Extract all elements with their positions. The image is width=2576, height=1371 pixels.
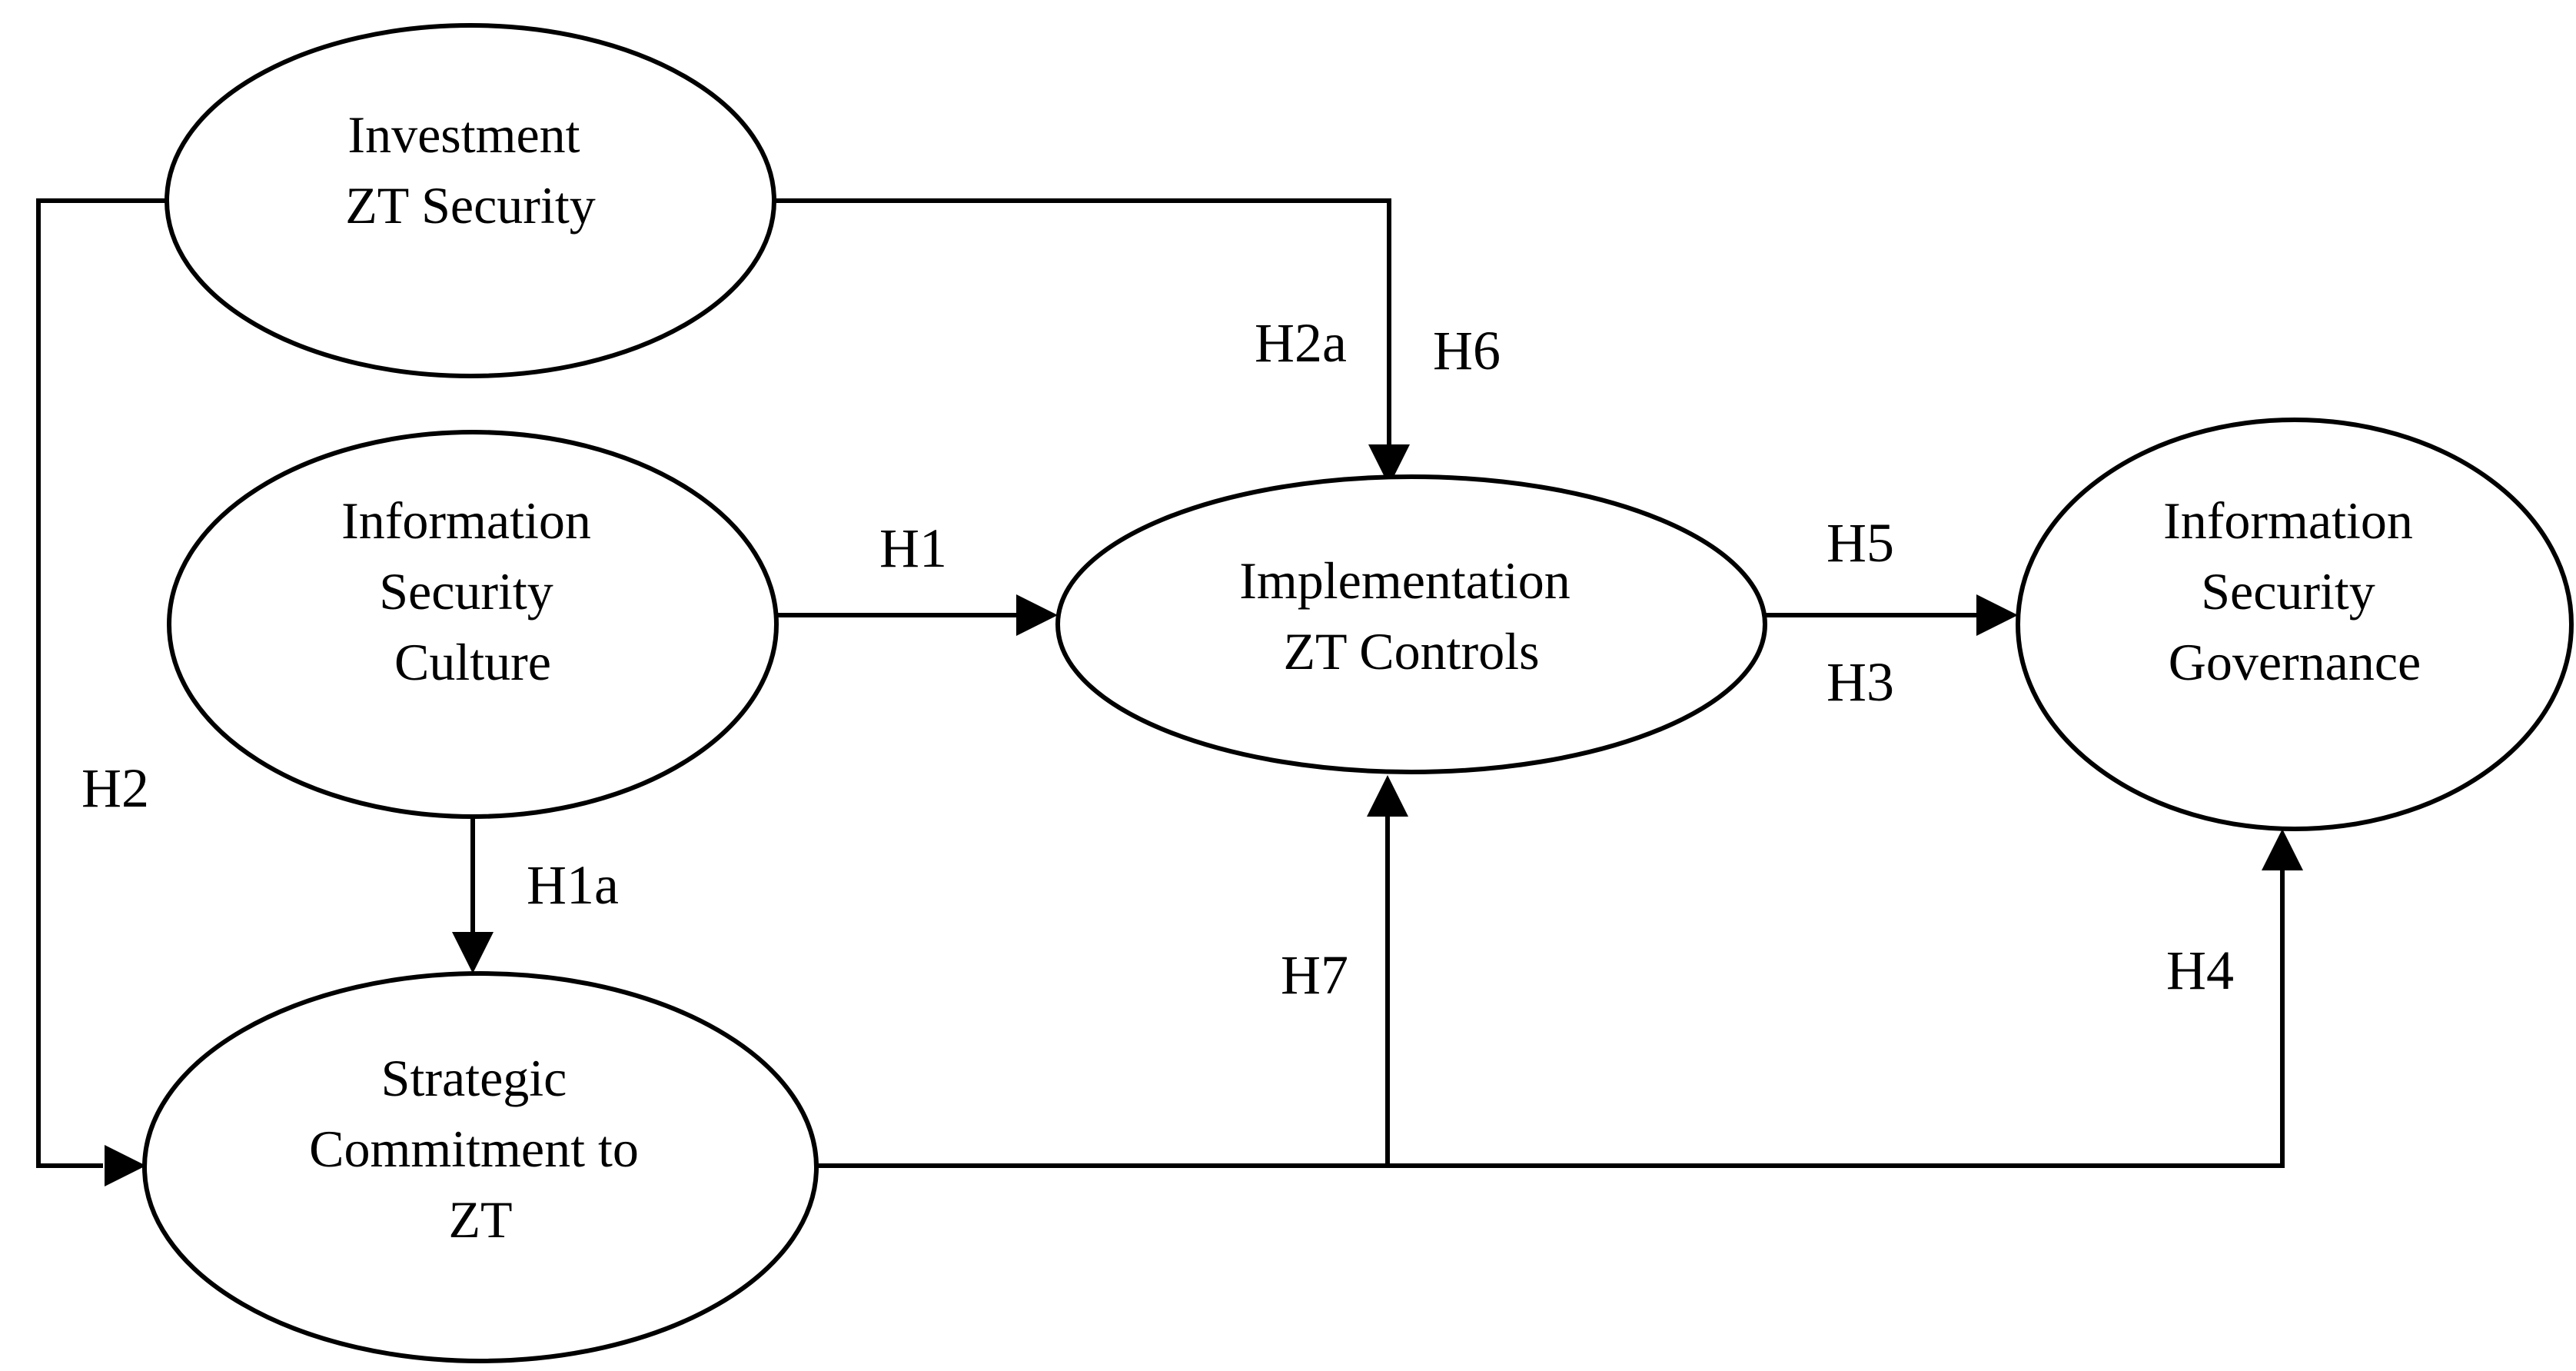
edge-h4-arrowhead (2262, 829, 2303, 870)
edge-h2-line (36, 198, 167, 1168)
edge-h5-h3-arrowhead (1976, 594, 2018, 636)
node-implementation-zt-controls-ellipse (1055, 474, 1767, 774)
node-information-security-governance: Information Security Governance (2016, 418, 2574, 831)
edge-label-h3: H3 (1826, 651, 1894, 713)
edge-h7-arrowhead (1367, 775, 1408, 817)
edge-label-h4: H4 (2166, 940, 2234, 1001)
node-investment-zt-security-label: Investment ZT Security (345, 105, 595, 235)
node-information-security-culture-ellipse (167, 430, 779, 819)
node-strategic-commitment-to-zt-ellipse (142, 971, 819, 1363)
edge-label-h7: H7 (1281, 944, 1348, 1006)
edge-h2a-h6-arrowhead (1368, 444, 1410, 486)
edge-h2-arrowhead (105, 1145, 146, 1186)
edge-label-h1: H1 (879, 517, 947, 579)
edge-label-h2: H2 (81, 757, 149, 819)
edge-h2a-h6-line (773, 198, 1391, 444)
edge-label-h2a: H2a (1255, 312, 1347, 374)
node-implementation-zt-controls-label: Implementation ZT Controls (1239, 551, 1584, 681)
edge-h4-line (816, 870, 2285, 1168)
edge-label-h6: H6 (1433, 320, 1501, 381)
edge-label-h5: H5 (1826, 512, 1894, 574)
edge-h1a-arrowhead (452, 932, 494, 973)
node-investment-zt-security-ellipse (165, 23, 776, 378)
node-implementation-zt-controls: Implementation ZT Controls (1055, 474, 1767, 774)
node-investment-zt-security: Investment ZT Security (165, 23, 776, 378)
edge-label-h1a: H1a (527, 854, 619, 916)
node-strategic-commitment-to-zt-label: Strategic Commitment to ZT (309, 1049, 652, 1249)
node-information-security-culture: Information Security Culture (167, 430, 779, 819)
node-information-security-culture-label: Information Security Culture (341, 491, 604, 691)
node-strategic-commitment-to-zt: Strategic Commitment to ZT (142, 971, 819, 1363)
edge-h1-arrowhead (1016, 594, 1058, 636)
node-information-security-governance-label: Information Security Governance (2163, 491, 2426, 691)
node-information-security-governance-ellipse (2016, 418, 2574, 831)
